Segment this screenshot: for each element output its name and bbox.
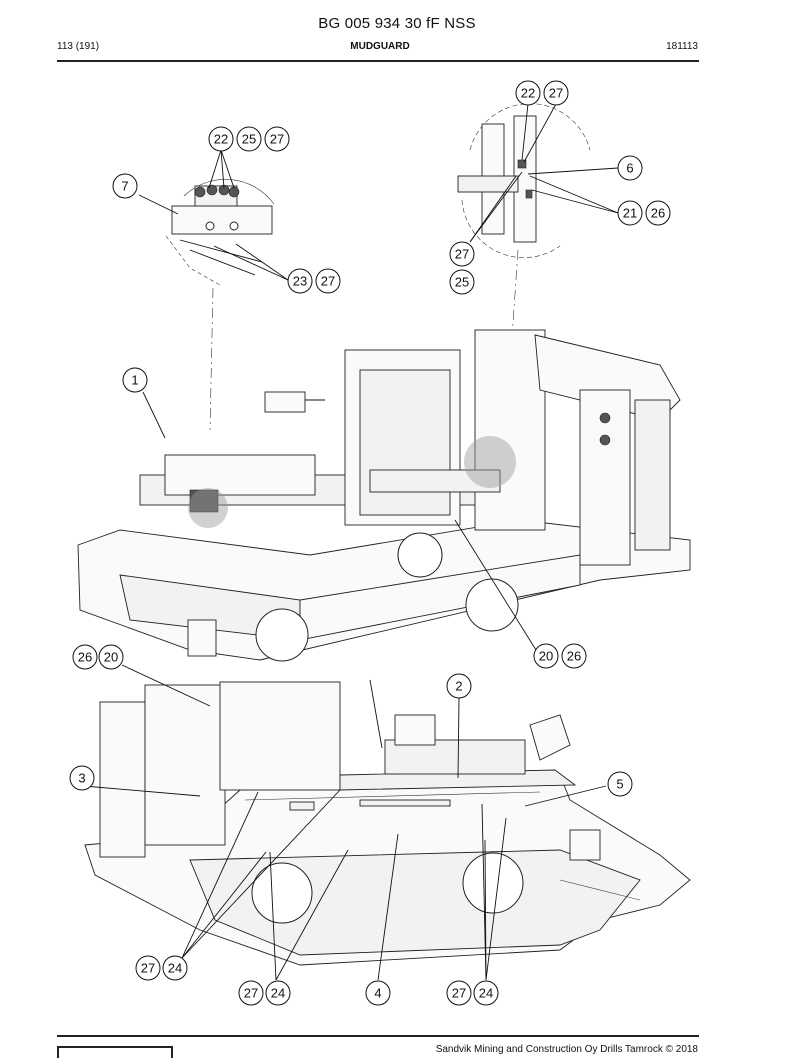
svg-text:27: 27 — [549, 86, 563, 101]
document-code: 181113 — [666, 41, 698, 52]
callout-25b: 25 — [449, 269, 475, 295]
header-rule — [57, 60, 699, 62]
callout-2: 2 — [446, 673, 472, 699]
document-title: BG 005 934 30 fF NSS — [318, 15, 476, 32]
svg-text:24: 24 — [271, 986, 285, 1001]
callout-26c: 26 — [561, 643, 587, 669]
callout-27g: 27 — [446, 980, 472, 1006]
svg-text:25: 25 — [242, 132, 256, 147]
svg-text:24: 24 — [479, 986, 493, 1001]
svg-text:1: 1 — [131, 373, 138, 388]
callout-27d: 27 — [315, 268, 341, 294]
callout-21: 21 — [617, 200, 643, 226]
svg-text:27: 27 — [455, 247, 469, 262]
svg-text:7: 7 — [121, 179, 128, 194]
svg-text:27: 27 — [141, 961, 155, 976]
svg-text:27: 27 — [244, 986, 258, 1001]
callout-22a: 22 — [515, 80, 541, 106]
section-title: MUDGUARD — [350, 41, 410, 52]
callout-27e: 27 — [135, 955, 161, 981]
svg-text:24: 24 — [168, 961, 182, 976]
callout-7: 7 — [112, 173, 138, 199]
svg-text:25: 25 — [455, 275, 469, 290]
callout-5: 5 — [607, 771, 633, 797]
callout-3: 3 — [69, 765, 95, 791]
callout-24a: 24 — [162, 955, 188, 981]
svg-text:27: 27 — [321, 274, 335, 289]
svg-text:26: 26 — [78, 650, 92, 665]
svg-text:26: 26 — [567, 649, 581, 664]
detail-view-right — [457, 103, 591, 441]
brand-logo — [57, 1046, 173, 1058]
svg-text:22: 22 — [214, 132, 228, 147]
svg-text:2: 2 — [455, 679, 462, 694]
footer-copyright: Sandvik Mining and Construction Oy Drill… — [435, 1044, 698, 1055]
callout-23: 23 — [287, 268, 313, 294]
leader-lines — [83, 103, 619, 981]
main-assembly-lower — [84, 681, 691, 966]
callout-20b: 20 — [533, 643, 559, 669]
svg-text:26: 26 — [651, 206, 665, 221]
callout-20a: 20 — [98, 644, 124, 670]
svg-text:5: 5 — [616, 777, 623, 792]
svg-text:20: 20 — [104, 650, 118, 665]
callout-27b: 27 — [264, 126, 290, 152]
main-assembly-upper — [77, 329, 691, 662]
callout-27f: 27 — [238, 980, 264, 1006]
callout-24c: 24 — [473, 980, 499, 1006]
svg-text:27: 27 — [452, 986, 466, 1001]
callout-26b: 26 — [72, 644, 98, 670]
svg-text:22: 22 — [521, 86, 535, 101]
callout-27a: 27 — [543, 80, 569, 106]
callout-25a: 25 — [236, 126, 262, 152]
callout-24b: 24 — [265, 980, 291, 1006]
callout-6: 6 — [617, 155, 643, 181]
svg-text:27: 27 — [270, 132, 284, 147]
svg-text:23: 23 — [293, 274, 307, 289]
callout-27c: 27 — [449, 241, 475, 267]
callout-1: 1 — [122, 367, 148, 393]
callout-4: 4 — [365, 980, 391, 1006]
svg-text:21: 21 — [623, 206, 637, 221]
footer-rule — [57, 1035, 699, 1037]
callout-26a: 26 — [645, 200, 671, 226]
svg-text:20: 20 — [539, 649, 553, 664]
page-number: 113 (191) — [57, 41, 100, 52]
callout-22b: 22 — [208, 126, 234, 152]
detail-view-left — [165, 179, 275, 431]
svg-text:3: 3 — [78, 771, 85, 786]
svg-text:6: 6 — [626, 161, 633, 176]
svg-text:4: 4 — [374, 986, 381, 1001]
